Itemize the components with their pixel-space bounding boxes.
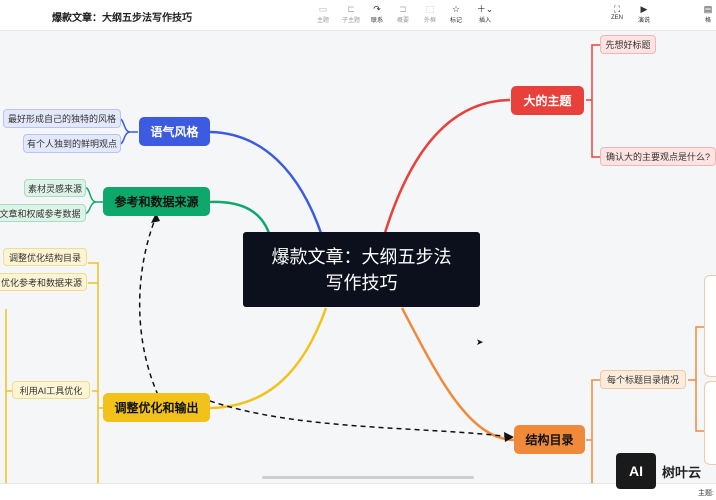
toolbar-present-button[interactable]: ▶ 演说 bbox=[629, 4, 659, 24]
root-topic-line-2: 写作技巧 bbox=[325, 272, 398, 293]
mouse-cursor-icon: ➤ bbox=[476, 337, 484, 347]
horizontal-scrollbar[interactable] bbox=[262, 476, 474, 479]
connector-theme bbox=[382, 98, 511, 237]
root-topic[interactable]: 爆款文章：大纲五步法 写作技巧 bbox=[243, 232, 480, 307]
mindmap-canvas[interactable]: 爆款文章：大纲五步法 写作技巧 语气风格 参考和数据来源 调整优化和输出 大的主… bbox=[0, 31, 716, 500]
branch-tone[interactable]: 语气风格 bbox=[139, 117, 210, 146]
connector-theme-children bbox=[586, 44, 600, 158]
toolbar-relation-button[interactable]: ↷ 联系 bbox=[362, 4, 392, 24]
bottom-status-bar: 主题: bbox=[0, 483, 716, 500]
watermark-ai-badge: AI bbox=[616, 453, 656, 489]
theme-label[interactable]: 主题: bbox=[698, 490, 714, 497]
zen-icon: ⛶ bbox=[613, 4, 621, 14]
connector-tone bbox=[209, 130, 324, 237]
format-icon: ▤ bbox=[703, 4, 713, 14]
leaf-sources-2[interactable]: 文章和权威参考数据 bbox=[0, 204, 86, 222]
connector-optimize bbox=[209, 307, 328, 410]
top-toolbar: 爆款文章：大纲五步法写作技巧 ▭ 主题 ⊏ 子主题 ↷ 联系 ⊐ 概要 ⬚ 外框… bbox=[0, 0, 716, 31]
branch-theme[interactable]: 大的主题 bbox=[511, 86, 584, 115]
leaf-structure-1[interactable]: 每个标题目录情况 bbox=[600, 370, 686, 389]
leaf-optimize-3[interactable]: 利用AI工具优化 bbox=[12, 381, 90, 399]
document-title[interactable]: 爆款文章：大纲五步法写作技巧 bbox=[52, 13, 192, 24]
connector-tone-child-2 bbox=[119, 131, 131, 145]
branch-structure[interactable]: 结构目录 bbox=[514, 425, 585, 454]
topic-icon: ▭ bbox=[318, 4, 328, 14]
connector-optimize-ai-sub bbox=[5, 309, 12, 500]
leaf-theme-1[interactable]: 先想好标题 bbox=[600, 35, 656, 54]
connector-tone-child-1 bbox=[119, 118, 138, 133]
connector-sources-child-2 bbox=[85, 201, 97, 214]
connector-sources-child-1 bbox=[85, 187, 103, 203]
structure-subtopic-frame-1[interactable] bbox=[704, 275, 716, 377]
relation-optimize-to-sources bbox=[139, 216, 159, 396]
present-icon: ▶ bbox=[640, 4, 648, 14]
relation-arrowhead-structure bbox=[504, 432, 514, 442]
watermark-logo: AI 树叶云 bbox=[616, 453, 701, 489]
connector-structure bbox=[400, 307, 515, 442]
leaf-theme-2[interactable]: 确认大的主要观点是什么? bbox=[600, 147, 716, 166]
insert-icon: ＋⌄ bbox=[476, 4, 494, 14]
toolbar-subtopic-button[interactable]: ⊏ 子主题 bbox=[336, 4, 366, 24]
leaf-tone-2[interactable]: 有个人独到的鲜明观点 bbox=[23, 134, 121, 153]
toolbar-insert-button[interactable]: ＋⌄ 插入 bbox=[470, 4, 500, 24]
summary-icon: ⊐ bbox=[399, 4, 407, 14]
structure-subtopic-frame-2[interactable] bbox=[704, 381, 716, 465]
branch-optimize[interactable]: 调整优化和输出 bbox=[103, 393, 210, 422]
connector-optimize-children bbox=[88, 262, 103, 500]
watermark-text: 树叶云 bbox=[662, 464, 702, 480]
toolbar-format-button[interactable]: ▤ 格 bbox=[700, 4, 716, 24]
connector-sources bbox=[209, 200, 272, 237]
leaf-optimize-2[interactable]: 优化参考和数据来源 bbox=[0, 273, 87, 291]
toolbar-summary-button[interactable]: ⊐ 概要 bbox=[388, 4, 418, 24]
connector-lines bbox=[5, 44, 704, 500]
toolbar-topic-button[interactable]: ▭ 主题 bbox=[308, 4, 338, 24]
relation-arrowhead-sources bbox=[151, 213, 160, 223]
boundary-icon: ⬚ bbox=[425, 4, 435, 14]
leaf-tone-1[interactable]: 最好形成自己的独特的风格 bbox=[3, 109, 121, 128]
toolbar-marker-button[interactable]: ☆ 标记 bbox=[441, 4, 471, 24]
root-topic-line-1: 爆款文章：大纲五步法 bbox=[271, 246, 452, 267]
leaf-optimize-1[interactable]: 调整优化结构目录 bbox=[3, 248, 87, 266]
subtopic-icon: ⊏ bbox=[347, 4, 355, 14]
toolbar-boundary-button[interactable]: ⬚ 外框 bbox=[415, 4, 445, 24]
relation-optimize-to-structure bbox=[209, 400, 513, 438]
connector-structure-children bbox=[586, 379, 600, 500]
leaf-sources-1[interactable]: 素材灵感来源 bbox=[24, 179, 86, 197]
branch-sources[interactable]: 参考和数据来源 bbox=[103, 187, 210, 216]
marker-icon: ☆ bbox=[451, 4, 461, 14]
relation-icon: ↷ bbox=[373, 4, 381, 14]
toolbar-zen-button[interactable]: ⛶ ZEN bbox=[602, 4, 632, 21]
connector-structure-sub bbox=[688, 326, 704, 432]
